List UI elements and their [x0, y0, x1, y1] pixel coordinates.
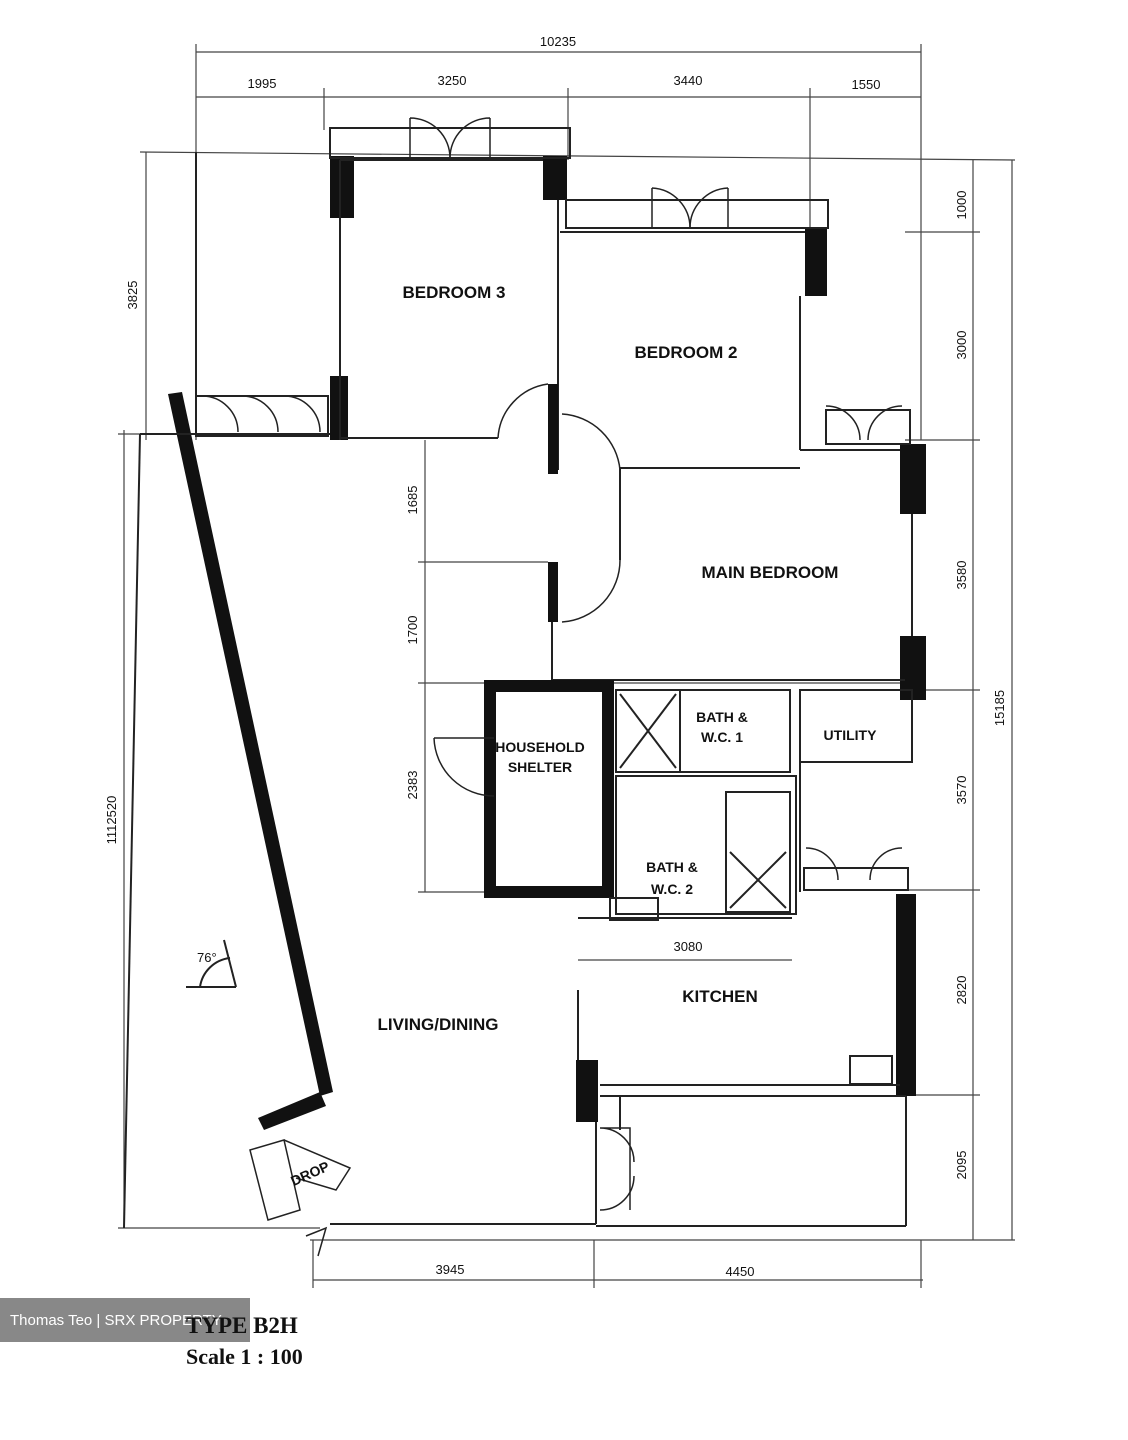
- room-bath-1-line1: BATH &: [696, 709, 748, 725]
- dim-interior-3: 2383: [405, 771, 420, 800]
- angle-label: 76°: [197, 950, 217, 965]
- room-living-dining: LIVING/DINING: [378, 1015, 499, 1034]
- dim-left-1: 3825: [125, 281, 140, 310]
- dim-top-seg-4: 1550: [852, 77, 881, 92]
- room-bath-2-line1: BATH &: [646, 859, 698, 875]
- dim-right-1: 1000: [954, 191, 969, 220]
- room-main-bedroom: MAIN BEDROOM: [702, 563, 839, 582]
- room-kitchen: KITCHEN: [682, 987, 758, 1006]
- walls: [123, 152, 926, 1229]
- bottom-dimension-lines: [312, 1240, 923, 1288]
- dim-top-overall: 10235: [540, 34, 576, 49]
- dim-interior-2: 1700: [405, 616, 420, 645]
- room-bath-1-line2: W.C. 1: [701, 729, 743, 745]
- watermark-banner: Thomas Teo | SRX PROPERTY: [0, 1298, 250, 1342]
- title-block: TYPE B2H Scale 1 : 100: [186, 1312, 303, 1372]
- dim-right-overall: 15185: [992, 690, 1007, 726]
- dim-top-seg-1: 1995: [248, 76, 277, 91]
- dim-bottom-2: 4450: [726, 1264, 755, 1279]
- dim-right-2: 3000: [954, 331, 969, 360]
- dim-right-4: 3570: [954, 776, 969, 805]
- dim-top-seg-3: 3440: [674, 73, 703, 88]
- dim-right-6: 2095: [954, 1151, 969, 1180]
- room-bedroom-2: BEDROOM 2: [635, 343, 738, 362]
- room-drop-off: DROP: [288, 1158, 331, 1189]
- dim-right-5: 2820: [954, 976, 969, 1005]
- plan-type-title: TYPE B2H: [186, 1313, 298, 1338]
- angle-marker: [186, 939, 237, 988]
- doors-windows: [195, 117, 911, 1257]
- left-dimension-lines: [118, 152, 320, 1229]
- plan-scale: Scale 1 : 100: [186, 1344, 303, 1369]
- room-household-shelter-line1: HOUSEHOLD: [495, 739, 584, 755]
- dim-bottom-1: 3945: [436, 1262, 465, 1277]
- dim-right-3: 3580: [954, 561, 969, 590]
- dim-left-overall: 1112520: [104, 796, 119, 845]
- right-dimension-lines: [139, 151, 1016, 1241]
- room-utility: UTILITY: [824, 727, 878, 743]
- interior-dimension-lines: [418, 440, 905, 961]
- dim-interior-4: 3080: [674, 939, 703, 954]
- room-household-shelter-line2: SHELTER: [508, 759, 572, 775]
- dim-interior-1: 1685: [405, 486, 420, 515]
- room-bath-2-line2: W.C. 2: [651, 881, 693, 897]
- dim-top-seg-2: 3250: [438, 73, 467, 88]
- room-bedroom-3: BEDROOM 3: [403, 283, 506, 302]
